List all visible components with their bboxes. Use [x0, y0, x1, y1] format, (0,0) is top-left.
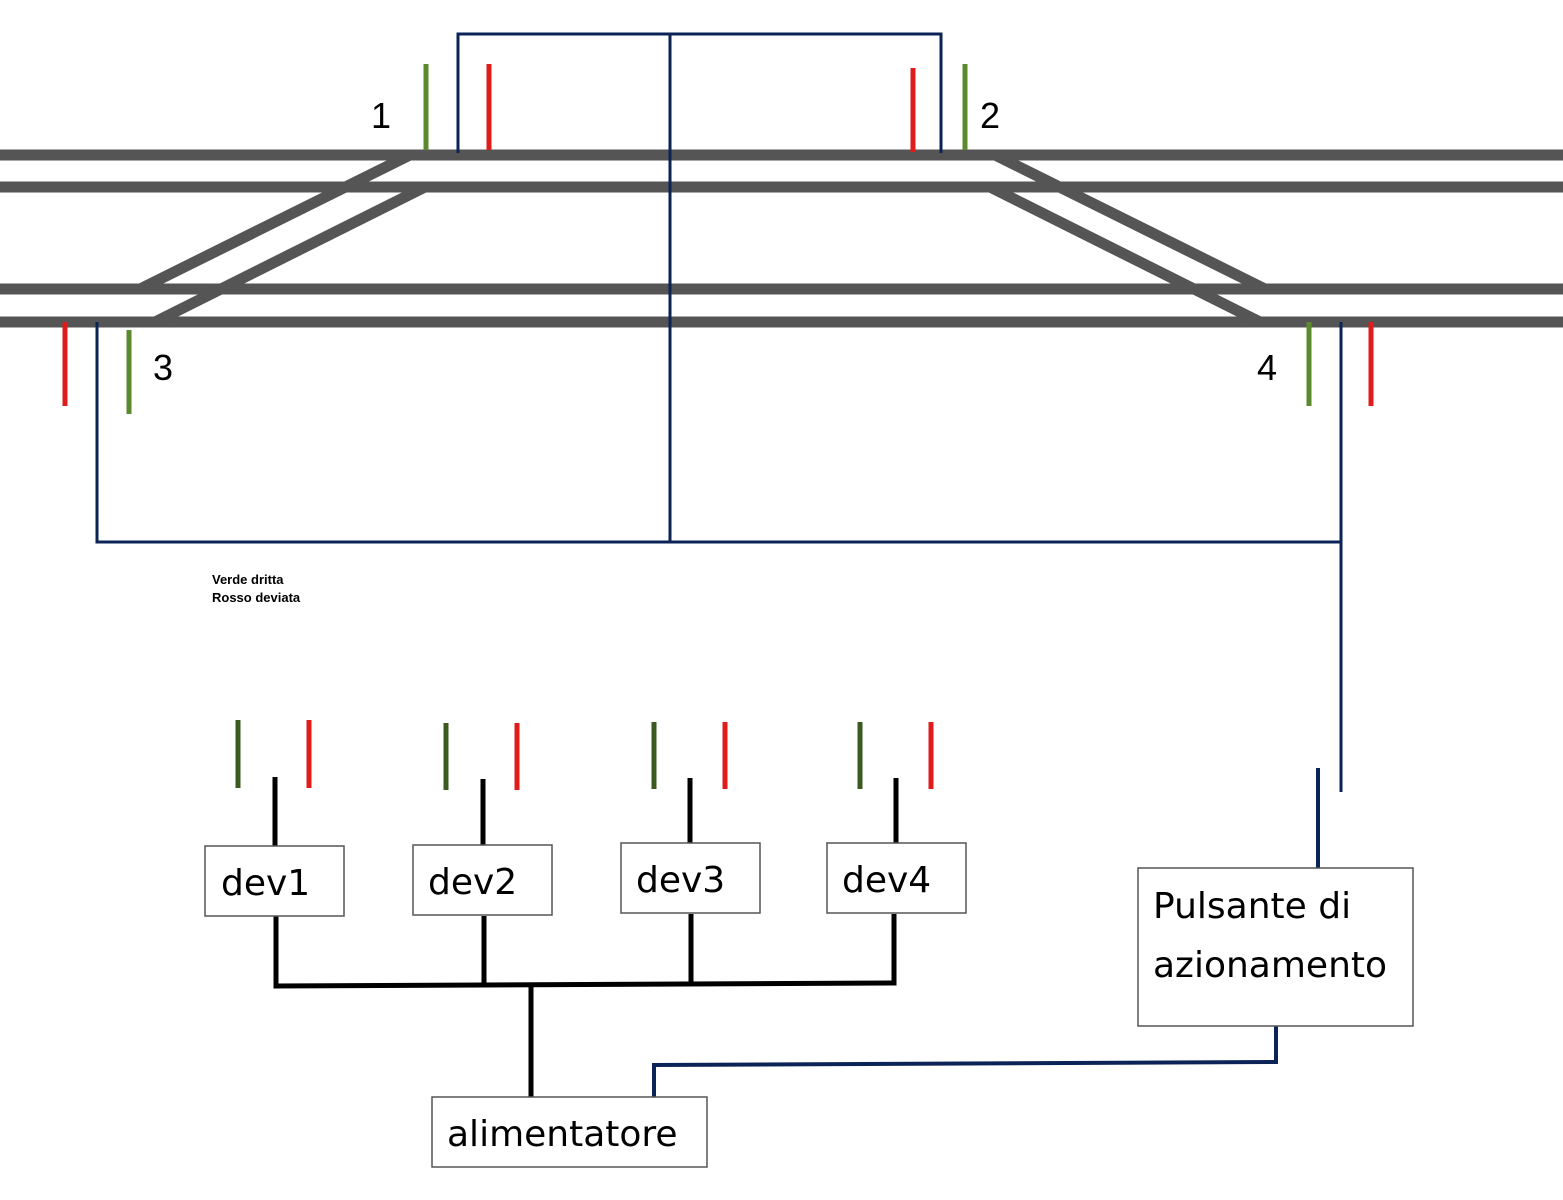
power-wiring — [273, 914, 897, 1097]
turnout-1: 1 — [371, 64, 492, 150]
turnout-2-label: 2 — [980, 95, 1000, 136]
control-wiring — [95, 32, 1343, 1098]
turnout-4-label: 4 — [1257, 347, 1277, 388]
decoder-dev1: dev1 — [204, 720, 345, 917]
power-supply-label: alimentatore — [447, 1114, 678, 1155]
legend: Verde dritta Rosso deviata — [212, 572, 301, 605]
dev2-label: dev2 — [428, 862, 517, 903]
wire-button-to-power — [652, 1026, 1278, 1098]
dev4-label: dev4 — [842, 860, 931, 901]
wire-turnout1-turnout2 — [456, 32, 943, 153]
legend-red-diverted: Rosso deviata — [212, 590, 301, 605]
crossover-left-b — [152, 182, 428, 327]
push-button-label-line1: Pulsante di — [1153, 886, 1351, 927]
crossover-right-a — [992, 150, 1268, 294]
push-button-label-line2: azionamento — [1153, 945, 1387, 986]
turnout-1-label: 1 — [371, 95, 391, 136]
power-supply-unit: alimentatore — [431, 1096, 708, 1168]
push-button-box — [1137, 867, 1414, 1027]
turnout-3: 3 — [62, 322, 173, 414]
turnout-3-label: 3 — [153, 347, 173, 388]
dev4-box — [826, 842, 967, 914]
legend-green-straight: Verde dritta — [212, 572, 284, 587]
wire-turnout3-bus — [95, 322, 1341, 544]
track-layout — [0, 149, 1563, 328]
power-supply-box — [431, 1096, 708, 1168]
decoder-dev3: dev3 — [620, 722, 761, 914]
dev1-box — [204, 845, 345, 917]
dev1-label: dev1 — [221, 863, 310, 904]
turnout-2: 2 — [910, 64, 1000, 152]
crossover-left-a — [137, 150, 413, 294]
dev3-label: dev3 — [636, 860, 725, 901]
dev2-box — [412, 844, 553, 916]
decoder-dev2: dev2 — [412, 723, 553, 916]
decoder-dev4: dev4 — [826, 722, 967, 914]
crossover-right-b — [987, 182, 1263, 327]
turnout-4: 4 — [1257, 322, 1374, 406]
dev3-box — [620, 842, 761, 914]
power-bus — [273, 914, 897, 989]
push-button-unit: Pulsante di azionamento — [1137, 867, 1414, 1027]
